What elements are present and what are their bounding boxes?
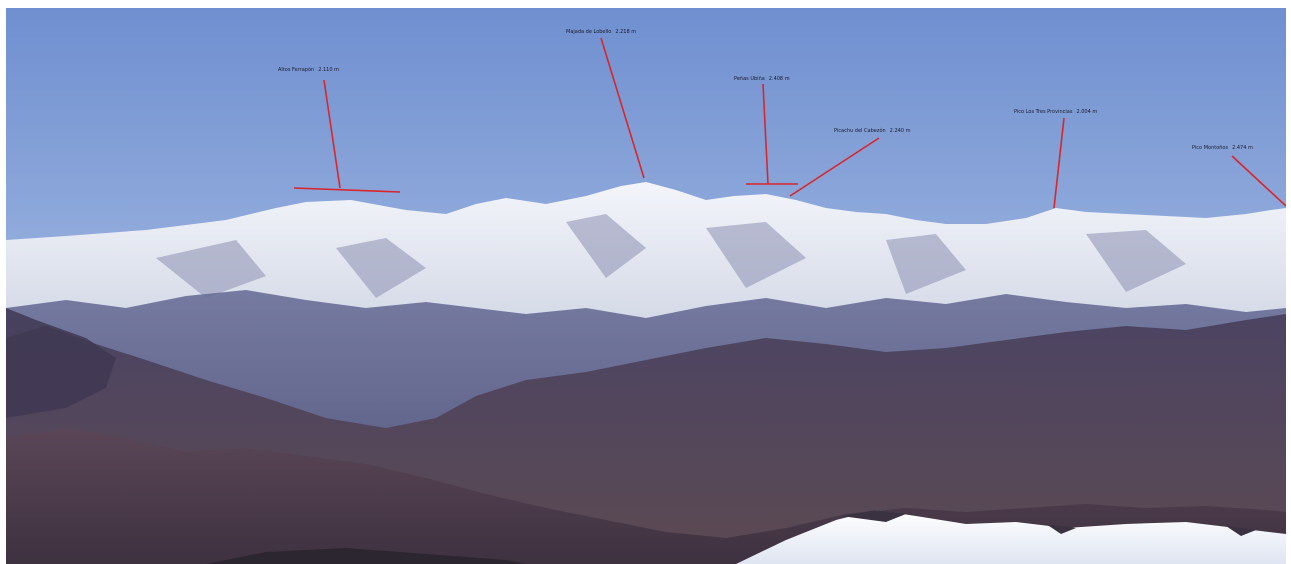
left-dark-hill [6,308,116,418]
summit-bar-altos-ferrapon [293,187,401,193]
leader-penas-ubina [762,83,769,185]
snow-shadow-streaks [156,214,1186,298]
foreground-snow-hill [736,510,1286,564]
leader-picachu-cabezon [789,137,880,197]
foreground-rocks [841,510,1256,536]
leader-pico-montonos [1231,155,1286,207]
bottom-dark-hill [206,548,526,564]
leader-altos-ferrapon [323,79,341,189]
leader-pico-tres-provincias [1053,117,1065,209]
leader-majada-lobello [600,37,645,179]
